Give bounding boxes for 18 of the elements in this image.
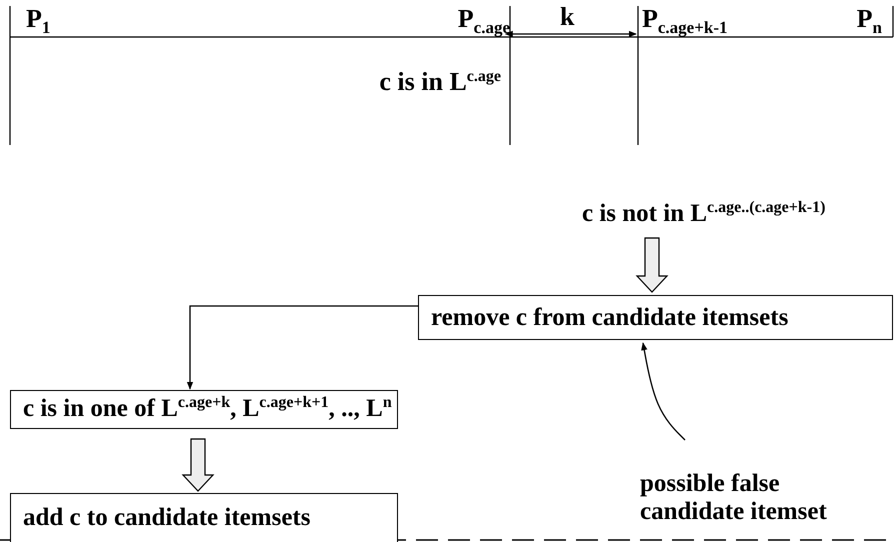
annotation-text: possible false candidate itemset <box>640 470 828 525</box>
process-box <box>418 295 893 340</box>
annotation-text: c is not in L$^{c.age..(c.age+k-1)}$ <box>582 200 826 228</box>
period-label: P$_{c.age}$ <box>458 5 510 34</box>
arrow <box>186 305 418 390</box>
block-arrow <box>182 438 214 492</box>
arrow <box>641 342 686 440</box>
process-box <box>10 390 398 429</box>
dimension-label: k <box>560 3 574 32</box>
period-label: P$_{1}$ <box>26 5 50 34</box>
block-arrow <box>636 237 668 293</box>
box-label: c is in one of L$^{c.age+k}$, L$^{c.age+k+1}$, .., L$^{n}$ <box>23 395 392 422</box>
box-label: add c to candidate itemsets <box>23 504 310 532</box>
period-label: P$_{n}$ <box>856 5 882 34</box>
annotation-text: c is in L$^{c.age}$ <box>379 68 501 97</box>
period-label: P$_{c.age+k-1}$ <box>642 5 728 34</box>
process-box <box>10 493 398 542</box>
box-label: remove c from candidate itemsets <box>431 304 788 332</box>
